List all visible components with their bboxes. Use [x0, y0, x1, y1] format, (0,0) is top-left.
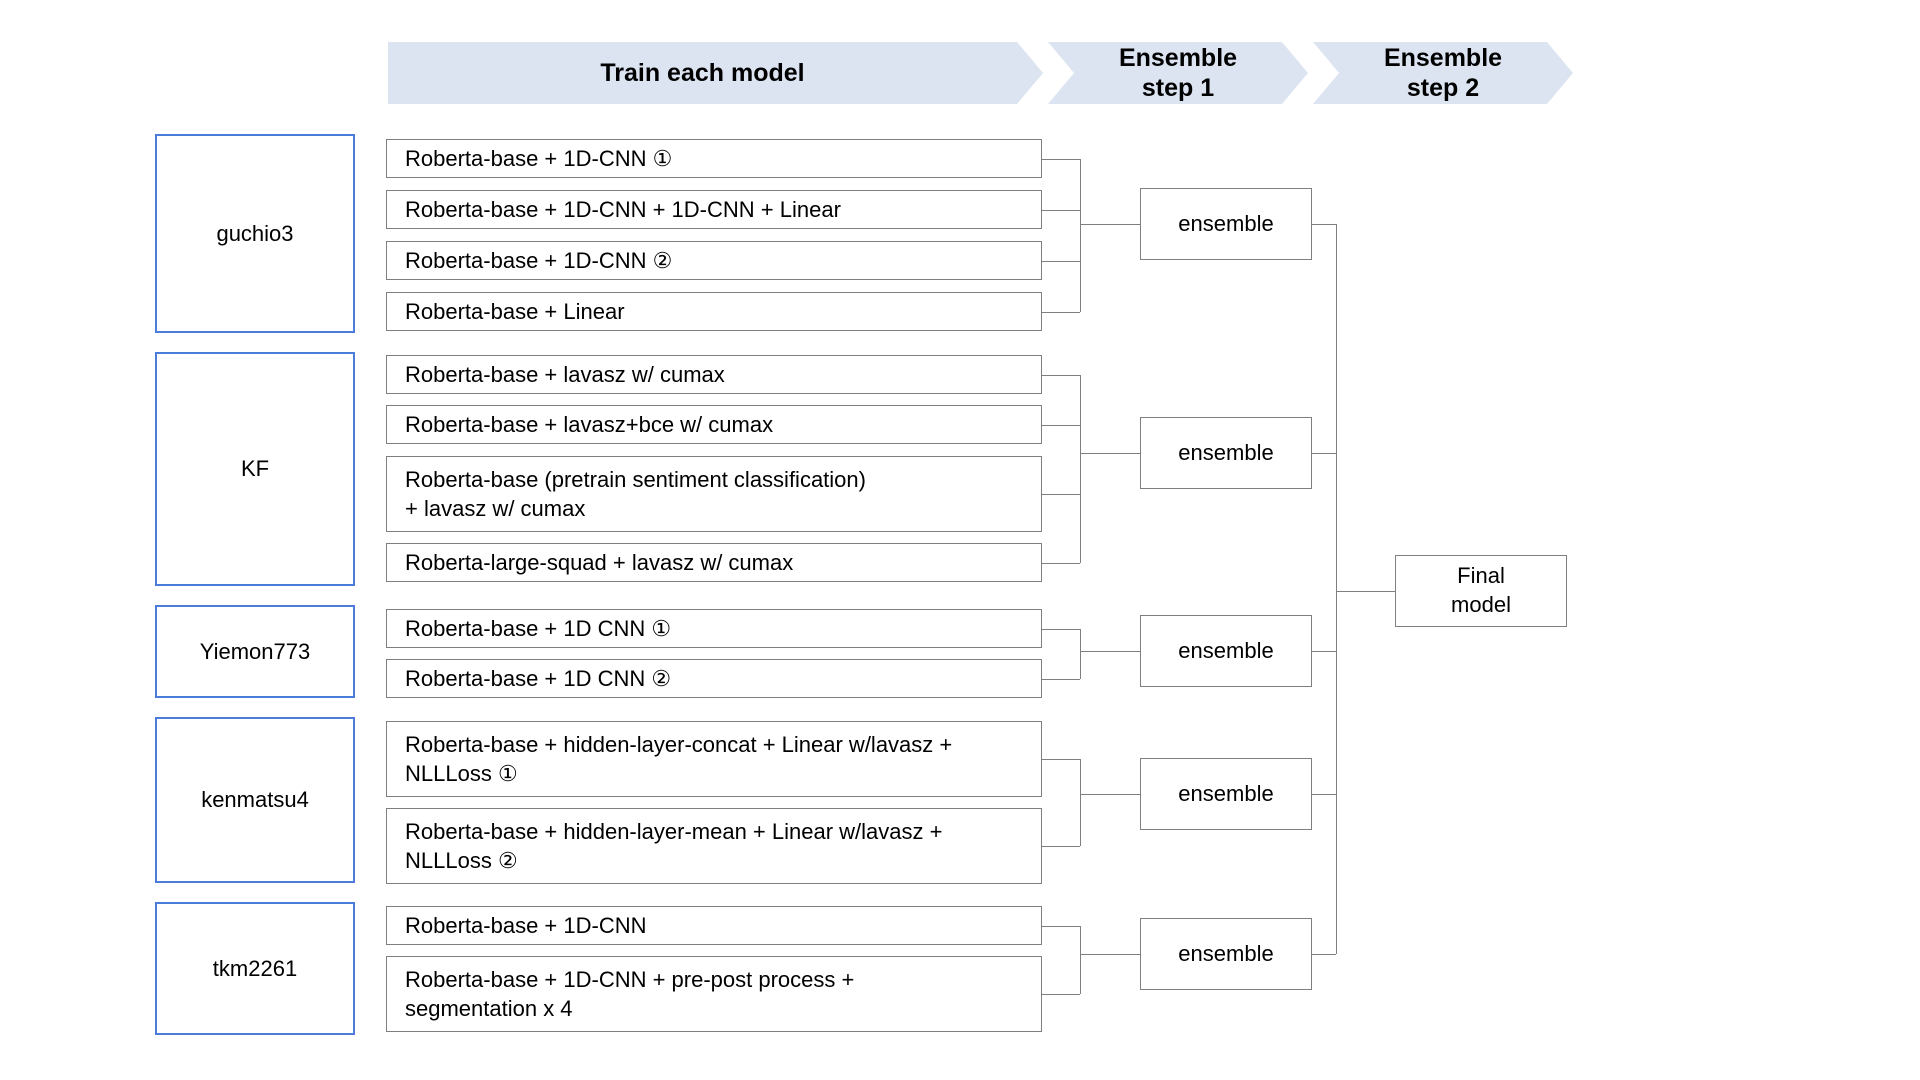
connector-ensemble-out-1	[1312, 453, 1336, 454]
model-box-2-1: Roberta-base + 1D CNN ②	[386, 659, 1042, 698]
connector-model-stub-0-2	[1042, 260, 1080, 262]
model-box-1-0: Roberta-base + lavasz w/ cumax	[386, 355, 1042, 394]
connector-model-bus-3	[1080, 759, 1081, 846]
model-box-0-2: Roberta-base + 1D-CNN ②	[386, 241, 1042, 280]
model-box-3-1: Roberta-base + hidden-layer-mean + Linea…	[386, 808, 1042, 884]
connector-final-bus	[1336, 224, 1337, 954]
connector-model-bus-1	[1080, 374, 1081, 563]
ensemble-box-4: ensemble	[1140, 918, 1312, 990]
phase-banner-3: Ensemble step 2	[1313, 42, 1573, 104]
connector-ensemble-out-2	[1312, 651, 1336, 652]
phase-banner-2: Ensemble step 1	[1048, 42, 1308, 104]
connector-model-stub-0-0	[1042, 158, 1080, 160]
model-box-1-1: Roberta-base + lavasz+bce w/ cumax	[386, 405, 1042, 444]
person-box-KF: KF	[155, 352, 355, 586]
connector-model-stub-3-1	[1042, 846, 1080, 847]
connector-model-stub-2-1	[1042, 678, 1080, 680]
connector-model-stub-0-3	[1042, 311, 1080, 313]
connector-bus-to-ensemble-2	[1080, 651, 1140, 652]
connector-model-stub-1-0	[1042, 374, 1080, 376]
person-box-Yiemon773: Yiemon773	[155, 605, 355, 698]
person-box-tkm2261: tkm2261	[155, 902, 355, 1035]
connector-model-stub-2-0	[1042, 628, 1080, 630]
connector-ensemble-out-3	[1312, 794, 1336, 795]
ensemble-box-3: ensemble	[1140, 758, 1312, 830]
connector-final-in	[1336, 591, 1395, 592]
connector-model-stub-3-0	[1042, 759, 1080, 760]
connector-model-stub-1-2	[1042, 494, 1080, 495]
connector-bus-to-ensemble-1	[1080, 453, 1140, 454]
model-box-1-3: Roberta-large-squad + lavasz w/ cumax	[386, 543, 1042, 582]
connector-bus-to-ensemble-4	[1080, 954, 1140, 955]
final-model-box: Final model	[1395, 555, 1567, 627]
model-box-2-0: Roberta-base + 1D CNN ①	[386, 609, 1042, 648]
connector-ensemble-out-0	[1312, 224, 1336, 225]
model-box-0-0: Roberta-base + 1D-CNN ①	[386, 139, 1042, 178]
ensemble-box-1: ensemble	[1140, 417, 1312, 489]
ensemble-box-2: ensemble	[1140, 615, 1312, 687]
model-box-4-1: Roberta-base + 1D-CNN + pre-post process…	[386, 956, 1042, 1032]
connector-model-stub-0-1	[1042, 209, 1080, 211]
model-box-0-1: Roberta-base + 1D-CNN + 1D-CNN + Linear	[386, 190, 1042, 229]
connector-model-stub-4-1	[1042, 994, 1080, 995]
model-box-1-2: Roberta-base (pretrain sentiment classif…	[386, 456, 1042, 532]
connector-bus-to-ensemble-3	[1080, 794, 1140, 795]
connector-model-bus-2	[1080, 628, 1081, 679]
connector-model-stub-4-0	[1042, 925, 1080, 927]
model-box-4-0: Roberta-base + 1D-CNN	[386, 906, 1042, 945]
model-box-0-3: Roberta-base + Linear	[386, 292, 1042, 331]
person-box-guchio3: guchio3	[155, 134, 355, 333]
person-box-kenmatsu4: kenmatsu4	[155, 717, 355, 883]
connector-model-bus-4	[1080, 925, 1081, 994]
connector-model-bus-0	[1080, 158, 1081, 312]
connector-ensemble-out-4	[1312, 954, 1336, 955]
connector-bus-to-ensemble-0	[1080, 224, 1140, 225]
connector-model-stub-1-3	[1042, 562, 1080, 564]
ensemble-box-0: ensemble	[1140, 188, 1312, 260]
connector-model-stub-1-1	[1042, 424, 1080, 426]
model-box-3-0: Roberta-base + hidden-layer-concat + Lin…	[386, 721, 1042, 797]
phase-banner-1: Train each model	[388, 42, 1043, 104]
